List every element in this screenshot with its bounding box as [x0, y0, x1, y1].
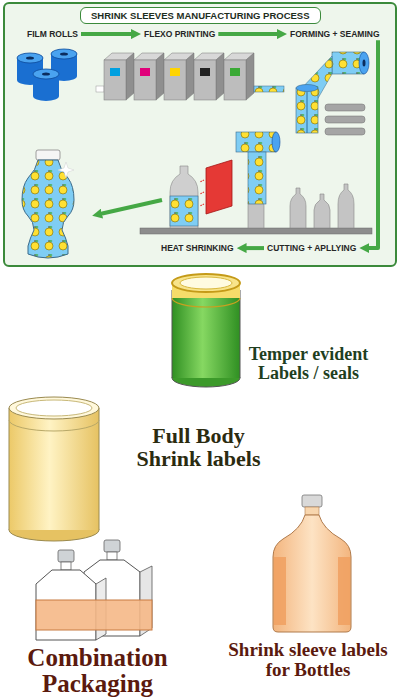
sleeved-bottle [273, 515, 351, 632]
bottle [248, 188, 264, 228]
bottle-cap [104, 540, 120, 552]
tube-top [296, 85, 318, 92]
bottle [338, 184, 354, 228]
step-name: FORMING + SEAMING [290, 29, 380, 39]
film-roll [17, 53, 43, 85]
step-label: FORMING + SEAMING [287, 28, 383, 40]
seal-band [172, 283, 240, 298]
process-arrow [245, 246, 264, 250]
jug-body [36, 570, 96, 640]
bottle [170, 166, 198, 228]
heater-panel [206, 160, 232, 214]
cylinder-base [9, 519, 99, 541]
jar-lid [180, 277, 232, 289]
guide-roller [325, 128, 365, 135]
ink-chip [110, 68, 120, 76]
step-name: HEAT SHRINKING [161, 243, 234, 253]
sleeved-bottle [22, 160, 74, 258]
sleeve-edge [9, 420, 99, 431]
formed-tube [296, 88, 318, 133]
step-arrow [100, 200, 162, 214]
bottle [314, 194, 330, 228]
bottle-neck [61, 562, 71, 570]
blank-film [96, 86, 104, 92]
jug-body [84, 560, 140, 636]
bottle-neck [305, 507, 319, 515]
roll-end [272, 132, 280, 152]
jug-side [96, 578, 106, 640]
jar-top [172, 274, 240, 292]
ink-chip [200, 68, 210, 76]
sleeve-panel [274, 557, 286, 625]
guide-roller [325, 104, 365, 111]
print-unit [224, 53, 254, 100]
step-label: CUTTING + APLLYING [264, 242, 359, 254]
print-unit [134, 53, 164, 100]
process-arrow [218, 32, 279, 36]
step-label: FILM ROLLS [24, 28, 81, 40]
roll-end [359, 52, 369, 74]
print-unit [194, 53, 224, 100]
roll-core [363, 60, 366, 67]
print-unit [164, 53, 194, 100]
product-caption: Shrink sleeve labels for Bottles [222, 640, 394, 680]
process-arrow [367, 40, 378, 248]
product-caption: Combination Packaging [10, 645, 185, 698]
product-caption: Full Body Shrink labels [126, 424, 271, 470]
print-unit [104, 53, 134, 100]
cylinder-outline [9, 408, 99, 530]
cylinder-top [9, 397, 99, 419]
seam-line [307, 92, 308, 133]
step-name: FLEXO PRINTING [144, 29, 215, 39]
film-roll [51, 49, 77, 81]
jar-base [172, 369, 240, 387]
conveyor [140, 228, 372, 234]
step-name: FILM ROLLS [27, 29, 78, 39]
jar-outline [172, 290, 240, 378]
step-name: CUTTING + APLLYING [267, 243, 356, 253]
guide-roller [325, 116, 365, 123]
step-label: FLEXO PRINTING [141, 28, 218, 40]
bottle-cap [302, 495, 322, 507]
printed-roll [332, 52, 364, 74]
ink-chip [140, 68, 150, 76]
bottle-neck [107, 552, 117, 560]
film-roll [33, 69, 59, 101]
bottle-cap [58, 550, 74, 562]
step-label: HEAT SHRINKING [158, 242, 237, 254]
title-box: SHRINK SLEEVES MANUFACTURING PROCESS [80, 7, 321, 24]
shrunk-sleeve [170, 196, 198, 226]
sleeve-roll [236, 132, 276, 152]
ink-chip [230, 68, 240, 76]
sleeve-tube [248, 152, 266, 204]
seal-edge [172, 298, 240, 307]
cylinder-mouth [16, 400, 92, 416]
bottle [290, 188, 306, 228]
jar-body [172, 296, 240, 378]
jug-side [140, 566, 152, 636]
printed-film [254, 86, 284, 92]
process-arrow [81, 32, 133, 36]
sleeve-panel [338, 557, 350, 625]
ink-chip [170, 68, 180, 76]
sparkle [58, 162, 74, 178]
cylinder-body [9, 408, 99, 530]
product-caption: Temper evident Labels / seals [241, 345, 376, 383]
process-panel [4, 3, 396, 266]
bundle-band [36, 600, 152, 630]
heat-ray [200, 180, 204, 206]
film-strip [300, 56, 332, 100]
bottle-cap [36, 150, 60, 160]
